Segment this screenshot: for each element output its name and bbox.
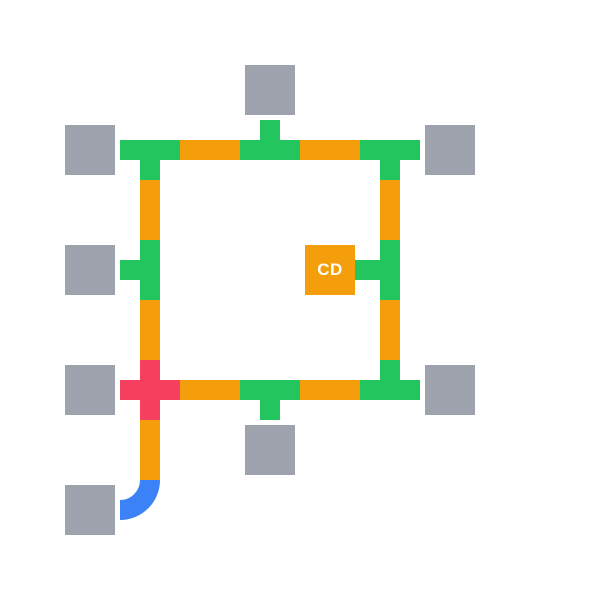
straight-pipe[interactable] (140, 180, 160, 240)
straight-pipe[interactable] (180, 140, 240, 160)
terminal-node[interactable] (425, 125, 475, 175)
terminal-node[interactable] (245, 65, 295, 115)
straight-pipe[interactable] (180, 380, 240, 400)
source-block[interactable]: CD (305, 245, 355, 295)
source-label: CD (317, 260, 343, 279)
straight-pipe[interactable] (380, 300, 400, 360)
straight-pipe[interactable] (300, 380, 360, 400)
straight-pipe[interactable] (380, 180, 400, 240)
terminal-node[interactable] (245, 425, 295, 475)
straight-pipe[interactable] (140, 420, 160, 480)
terminal-node[interactable] (65, 245, 115, 295)
terminal-node[interactable] (65, 365, 115, 415)
straight-pipe[interactable] (300, 140, 360, 160)
straight-pipe[interactable] (140, 300, 160, 360)
terminal-node[interactable] (65, 125, 115, 175)
terminal-node[interactable] (65, 485, 115, 535)
terminal-node[interactable] (425, 365, 475, 415)
elbow-pipe[interactable] (115, 480, 165, 525)
